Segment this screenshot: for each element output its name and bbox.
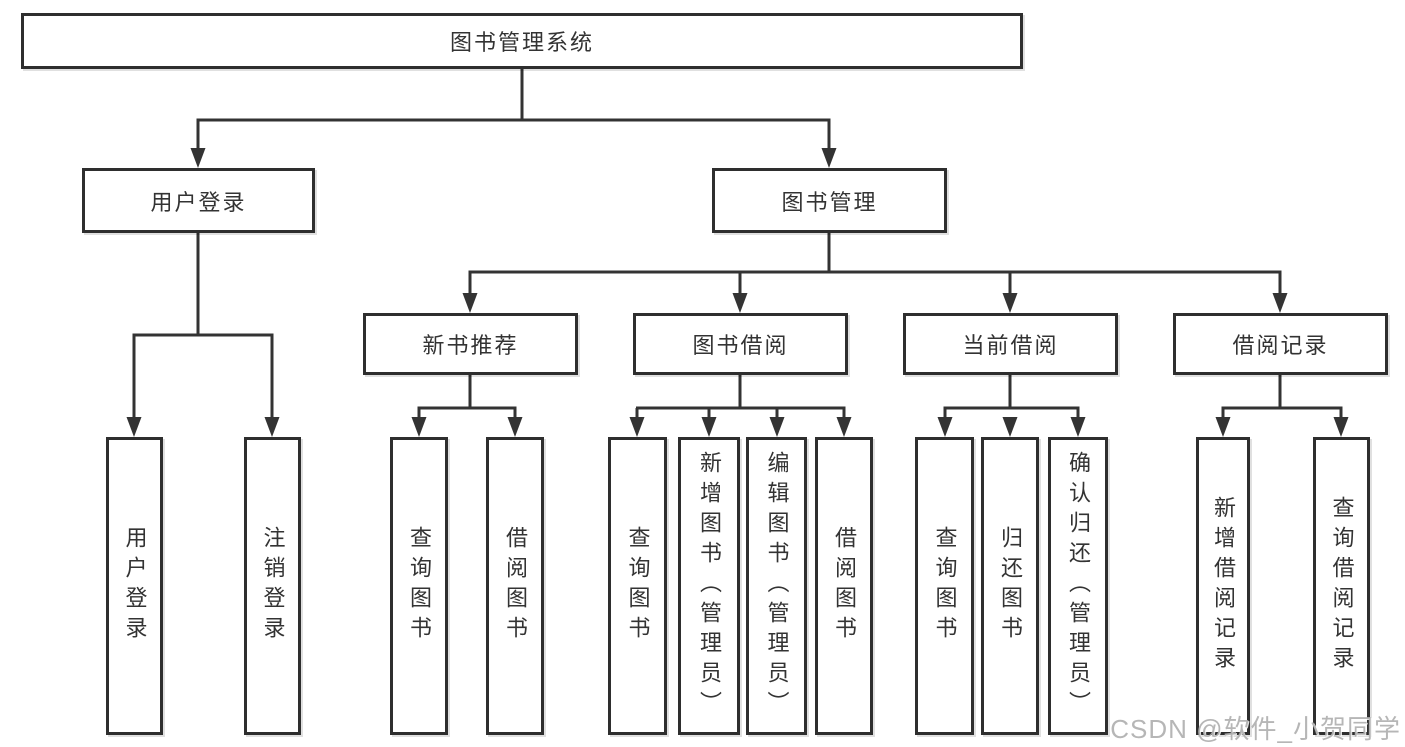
leaf-add-book-admin: 新增图书（管理员） xyxy=(678,437,740,735)
csdn-watermark: CSDN @软件_小贺同学 xyxy=(1110,714,1401,744)
leaf-query-borrow-record: 查询借阅记录 xyxy=(1313,437,1370,735)
node-user-login: 用户登录 xyxy=(82,168,315,233)
leaf-edit-book-admin: 编辑图书（管理员） xyxy=(746,437,807,735)
leaf-confirm-return-admin: 确认归还（管理员） xyxy=(1048,437,1108,735)
leaf-borrow-query-book: 查询图书 xyxy=(608,437,667,735)
leaf-return-book: 归还图书 xyxy=(981,437,1039,735)
leaf-borrow-book: 借阅图书 xyxy=(815,437,873,735)
node-new-book-recommend: 新书推荐 xyxy=(363,313,578,375)
leaf-current-query-book: 查询图书 xyxy=(915,437,974,735)
leaf-recommend-borrow-book: 借阅图书 xyxy=(486,437,544,735)
leaf-user-login: 用户登录 xyxy=(106,437,163,735)
node-borrow-records: 借阅记录 xyxy=(1173,313,1388,375)
arrowhead-icons xyxy=(126,148,1349,437)
node-book-borrow: 图书借阅 xyxy=(633,313,848,375)
node-current-borrow: 当前借阅 xyxy=(903,313,1118,375)
leaf-add-borrow-record: 新增借阅记录 xyxy=(1196,437,1250,735)
leaf-logout: 注销登录 xyxy=(244,437,301,735)
leaf-recommend-query-book: 查询图书 xyxy=(390,437,448,735)
node-book-management: 图书管理 xyxy=(712,168,947,233)
node-root: 图书管理系统 xyxy=(21,13,1023,69)
